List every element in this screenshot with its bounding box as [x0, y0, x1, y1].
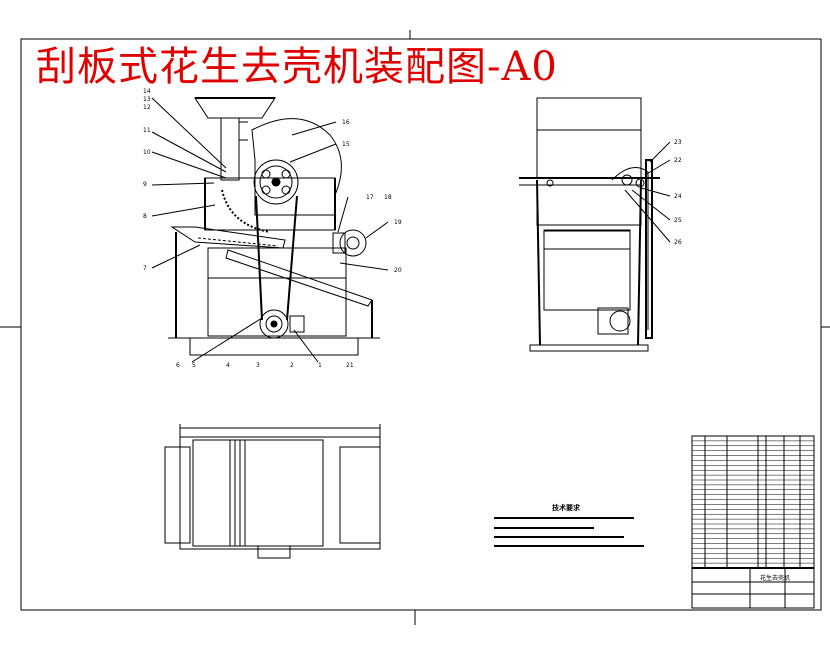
- shelling-screen: [221, 189, 271, 233]
- side-part-number: 25: [674, 217, 682, 224]
- base: [189, 337, 359, 356]
- front-part-number: 13: [143, 96, 151, 103]
- front-part-number: 18: [384, 194, 392, 201]
- front-part-number: 8: [143, 213, 147, 220]
- drawing-title: 刮板式花生去壳机装配图-A0: [36, 44, 558, 90]
- side-part-number: 23: [674, 139, 682, 146]
- front-part-number: 10: [143, 149, 151, 156]
- front-part-number: 15: [342, 141, 350, 148]
- flywheel: [611, 167, 649, 330]
- sieve-chute: [170, 226, 286, 249]
- front-view: [151, 97, 389, 363]
- front-part-number: 2: [290, 362, 294, 369]
- side-part-number: 26: [674, 239, 682, 246]
- upper-pulley: [253, 159, 299, 205]
- technical-requirements-title: 技术要求: [552, 503, 581, 512]
- front-part-number: 5: [192, 362, 196, 369]
- side-part-number: 24: [674, 193, 682, 200]
- front-part-number: 4: [226, 362, 230, 369]
- sheet-frame: [0, 30, 830, 625]
- side-main-frame: [543, 229, 631, 311]
- parts-list-table: [691, 435, 815, 609]
- side-view: [519, 97, 671, 352]
- side-upper-box: [536, 97, 642, 179]
- front-part-number: 1: [318, 362, 322, 369]
- front-part-number: 11: [143, 127, 151, 134]
- front-part-number: 16: [342, 119, 350, 126]
- front-part-number: 21: [346, 362, 354, 369]
- feed-chute: [220, 117, 240, 181]
- front-part-number: 6: [176, 362, 180, 369]
- front-part-number: 14: [143, 88, 151, 95]
- hopper: [194, 97, 276, 119]
- main-frame: [207, 247, 347, 337]
- front-part-number: 9: [143, 181, 147, 188]
- top-pulley: [257, 545, 291, 559]
- side-part-number: 22: [674, 157, 682, 164]
- belt: [255, 195, 263, 321]
- title-block-drawing-name: 花生去壳机: [760, 574, 790, 582]
- front-part-number: 20: [394, 267, 402, 274]
- front-part-number: 19: [394, 219, 402, 226]
- front-part-number: 7: [143, 265, 147, 272]
- technical-notes: [494, 517, 644, 547]
- top-body: [179, 436, 381, 550]
- front-part-number: 12: [143, 104, 151, 111]
- side-motor: [597, 307, 629, 335]
- front-part-number: 17: [366, 194, 374, 201]
- top-view: [164, 424, 381, 559]
- motor-pulley: [339, 229, 367, 257]
- front-part-number: 3: [256, 362, 260, 369]
